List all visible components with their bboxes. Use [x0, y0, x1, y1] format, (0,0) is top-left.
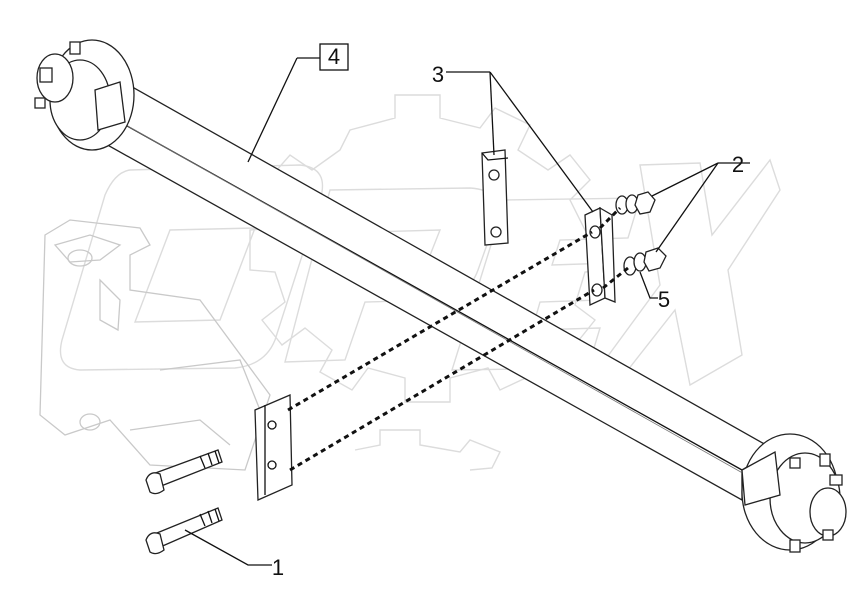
- assembly-lines: [287, 206, 629, 472]
- right-hub: [741, 433, 847, 553]
- clamp-plate-rear: [481, 149, 509, 246]
- callout-4-label: 4: [328, 44, 340, 69]
- callout-3-label: 3: [432, 62, 444, 87]
- washer-nut-lower: [623, 247, 667, 276]
- watermark-gear: [249, 94, 611, 403]
- axle-beam: [94, 79, 777, 502]
- callout-2-label: 2: [732, 152, 744, 177]
- frame-ghost: [39, 219, 271, 471]
- callout-1-label: 1: [272, 555, 284, 580]
- leader-lines: [184, 57, 750, 566]
- clamp-plate-front: [584, 206, 616, 306]
- washer-nut-upper: [615, 191, 656, 215]
- bolt-lower: [145, 507, 223, 555]
- bolt-upper: [145, 449, 223, 495]
- left-hub: [34, 39, 135, 151]
- mounting-plate: [254, 394, 293, 501]
- callout-5-label: 5: [658, 287, 670, 312]
- watermark-gear-bottom: [354, 429, 501, 471]
- callout-4: 4: [319, 43, 349, 71]
